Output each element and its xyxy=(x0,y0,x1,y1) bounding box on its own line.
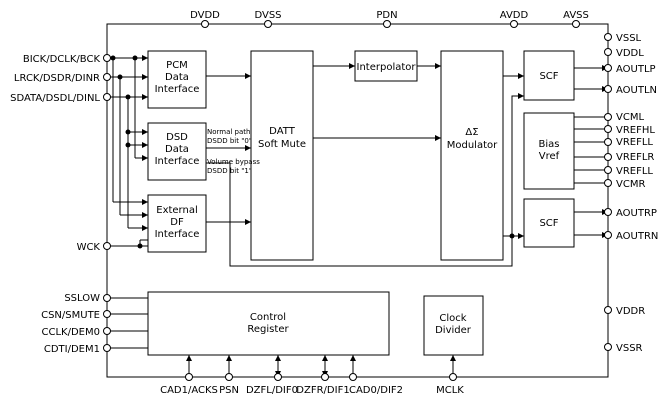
pin-label-vddl: VDDL xyxy=(616,48,644,59)
pin-label-cad1: CAD1/ACKS xyxy=(160,385,218,396)
pin-label-dzfr: DZFR/DIF1 xyxy=(296,385,349,396)
pin-dvss xyxy=(264,20,272,28)
pcm-label-1: PCM xyxy=(166,60,188,71)
pin-label-aoutrp: AOUTRP xyxy=(616,208,657,219)
normal-path-label-2: DSDD bit "0" xyxy=(207,137,252,145)
clock-label-2: Divider xyxy=(435,325,472,336)
pin-label-vrefll: VREFLL xyxy=(616,137,653,148)
pin-label-dvdd: DVDD xyxy=(190,10,220,21)
chip-outline xyxy=(106,23,609,378)
modulator-block xyxy=(440,50,504,261)
scf-right-block xyxy=(523,198,575,248)
extdf-label-2: DF xyxy=(170,217,184,228)
interpolator-label: Interpolator xyxy=(357,62,417,73)
bottom-pins: CAD1/ACKS PSN DZFL/DIF0 DZFR/DIF1 CAD0/D… xyxy=(160,385,464,396)
pin-label-bick: BICK/DCLK/BCK xyxy=(23,54,101,65)
pin-avss xyxy=(572,20,580,28)
blocks: PCM Data Interface DSD Data Interface Ex… xyxy=(147,50,575,356)
pin-label-csn: CSN/SMUTE xyxy=(41,310,100,321)
datt-soft-mute-block xyxy=(250,50,314,261)
top-pins: DVDD DVSS PDN AVDD AVSS xyxy=(190,10,589,28)
pin-label-vrefll-2: VREFLL xyxy=(616,166,653,177)
control-label-2: Register xyxy=(247,324,289,335)
pin-label-vddr: VDDR xyxy=(616,306,645,317)
datt-label-2: Soft Mute xyxy=(258,139,306,150)
pcm-interface-block xyxy=(147,50,207,109)
pin-label-aoutln: AOUTLN xyxy=(616,85,657,96)
extdf-label-3: Interface xyxy=(155,229,200,240)
pin-label-sslow: SSLOW xyxy=(64,293,100,304)
volume-bypass-label-1: Volume bypass xyxy=(207,158,260,166)
pin-label-dvss: DVSS xyxy=(254,10,281,21)
pin-label-lrck: LRCK/DSDR/DINR xyxy=(14,73,100,84)
bias-vref-block xyxy=(523,112,575,190)
dsd-label-1: DSD xyxy=(166,132,188,143)
clock-label-1: Clock xyxy=(439,313,466,324)
pin-label-aoutrn: AOUTRN xyxy=(616,231,658,242)
pin-circles xyxy=(103,33,612,381)
pin-label-avss: AVSS xyxy=(563,10,589,21)
scf-right-label: SCF xyxy=(539,218,558,229)
junction-dots xyxy=(110,55,515,249)
pin-label-sdata: SDATA/DSDL/DINL xyxy=(10,93,100,104)
pin-label-pdn: PDN xyxy=(376,10,397,21)
pin-label-wck: WCK xyxy=(77,242,101,253)
pin-label-vreflr: VREFLR xyxy=(616,152,654,163)
pin-dvdd xyxy=(201,20,209,28)
control-register-block xyxy=(147,291,390,356)
pin-label-vssr: VSSR xyxy=(616,343,643,354)
pin-label-cdti: CDTI/DEM1 xyxy=(44,344,100,355)
pcm-label-3: Interface xyxy=(155,84,200,95)
control-label-1: Control xyxy=(250,312,286,323)
pin-label-vrefhl: VREFHL xyxy=(616,125,655,136)
bias-label-2: Vref xyxy=(539,151,560,162)
scf-left-label: SCF xyxy=(539,71,558,82)
pin-label-psn: PSN xyxy=(219,385,239,396)
clock-divider-block xyxy=(423,295,484,356)
pin-label-cad0: CAD0/DIF2 xyxy=(349,385,403,396)
pcm-label-2: Data xyxy=(165,72,189,83)
extdf-label-1: External xyxy=(156,205,198,216)
modulator-label-1: ΔΣ xyxy=(465,127,478,138)
pin-label-mclk: MCLK xyxy=(436,385,464,396)
datt-label-1: DATT xyxy=(269,126,296,137)
pin-pdn xyxy=(383,20,391,28)
dsd-interface-block xyxy=(147,122,207,181)
normal-path-label-1: Normal path xyxy=(207,128,250,136)
pin-label-dzfl: DZFL/DIF0 xyxy=(246,385,298,396)
dsd-label-3: Interface xyxy=(155,156,200,167)
pin-label-vssl: VSSL xyxy=(616,33,642,44)
pin-label-vcmr: VCMR xyxy=(616,179,645,190)
right-pins: VSSL VDDL AOUTLP AOUTLN VCML VREFHL VREF… xyxy=(616,33,658,354)
pin-avdd xyxy=(510,20,518,28)
external-df-interface-block xyxy=(147,194,207,253)
bias-label-1: Bias xyxy=(539,139,560,150)
modulator-label-2: Modulator xyxy=(447,140,498,151)
pin-label-avdd: AVDD xyxy=(500,10,529,21)
dsd-label-2: Data xyxy=(165,144,189,155)
pin-label-aoutlp: AOUTLP xyxy=(616,64,656,75)
left-pins: BICK/DCLK/BCK LRCK/DSDR/DINR SDATA/DSDL/… xyxy=(10,54,100,355)
pin-label-cclk: CCLK/DEM0 xyxy=(42,327,100,338)
pin-label-vcml: VCML xyxy=(616,112,644,123)
